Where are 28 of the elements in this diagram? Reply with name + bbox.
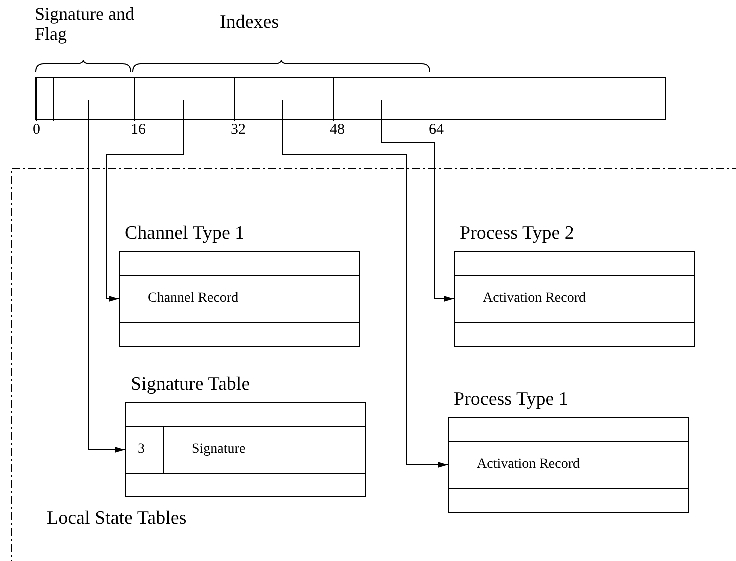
scale-number: 0	[33, 122, 40, 139]
row-text: Activation Record	[483, 290, 586, 308]
arrow	[88, 100, 126, 453]
table-title: Channel Type 1	[125, 222, 245, 246]
table-title: Signature Table	[131, 373, 250, 397]
table-row	[164, 426, 366, 474]
table-row	[448, 441, 689, 489]
bracket-label: Signature and Flag	[35, 4, 135, 44]
scale-number: 32	[231, 122, 246, 139]
table-row	[119, 275, 360, 323]
arrow	[382, 100, 454, 302]
scale-number: 64	[429, 122, 444, 139]
table-title: Process Type 1	[454, 388, 568, 412]
scale-number: 48	[330, 122, 345, 139]
row-text: Signature	[192, 441, 246, 459]
scale-number: 16	[131, 122, 146, 139]
row-text: Activation Record	[477, 456, 580, 474]
bracket-label: Indexes	[220, 12, 280, 34]
memory-word-bar	[35, 77, 666, 120]
arrow	[106, 100, 184, 302]
arrow	[282, 100, 448, 468]
table-row	[454, 275, 695, 323]
dashed-region	[11, 168, 736, 561]
row-text: 3	[138, 441, 145, 459]
region-title: Local State Tables	[47, 508, 187, 530]
table-title: Process Type 2	[460, 222, 574, 246]
table-cell	[125, 426, 164, 474]
row-text: Channel Record	[148, 290, 239, 308]
